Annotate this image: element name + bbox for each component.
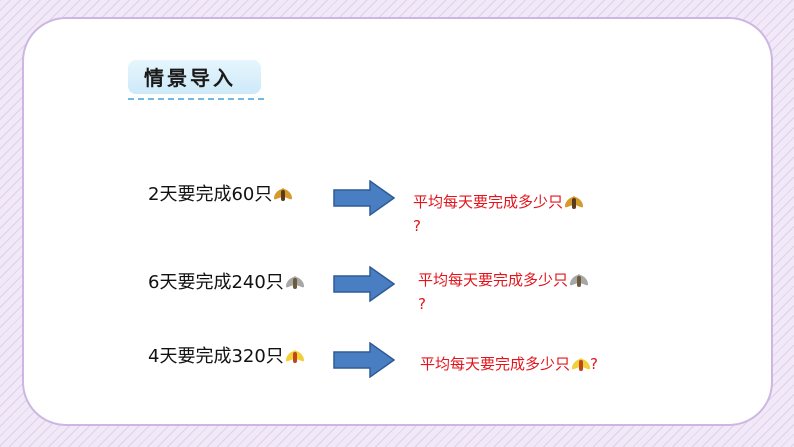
- row-3-statement: 4天要完成320只: [148, 346, 284, 367]
- row-2-question: 平均每天要完成多少只 ?: [418, 268, 589, 316]
- row-3-question-mark: ?: [590, 355, 598, 373]
- arrow-right-icon: [333, 266, 395, 302]
- row-3-question: 平均每天要完成多少只?: [420, 352, 598, 376]
- row-1-question-mark: ?: [413, 217, 421, 235]
- row-3-question-text: 平均每天要完成多少只: [420, 355, 571, 373]
- row-3-left: 4天要完成320只: [148, 342, 304, 372]
- row-2-statement: 6天要完成240只: [148, 272, 284, 293]
- row-1-question-text: 平均每天要完成多少只: [413, 193, 564, 211]
- gold-insect-icon: [565, 195, 584, 210]
- row-1-question: 平均每天要完成多少只 ?: [413, 190, 584, 238]
- arrow-right-icon: [333, 342, 395, 378]
- title-underline: [128, 98, 264, 100]
- arrow-right-icon: [333, 180, 395, 216]
- yellow-insect-icon: [285, 350, 304, 364]
- page-title: 情景导入: [144, 66, 236, 90]
- row-1-statement: 2天要完成60只: [148, 184, 273, 205]
- row-2-question-text: 平均每天要完成多少只: [418, 271, 569, 289]
- gray-insect-icon: [570, 273, 589, 288]
- gray-insect-icon: [285, 276, 304, 290]
- title-banner: [128, 60, 261, 94]
- gold-insect-icon: [274, 188, 293, 202]
- row-2-left: 6天要完成240只: [148, 268, 304, 298]
- row-2-question-mark: ?: [418, 295, 426, 313]
- row-1-left: 2天要完成60只: [148, 180, 293, 210]
- yellow-insect-icon: [572, 357, 591, 372]
